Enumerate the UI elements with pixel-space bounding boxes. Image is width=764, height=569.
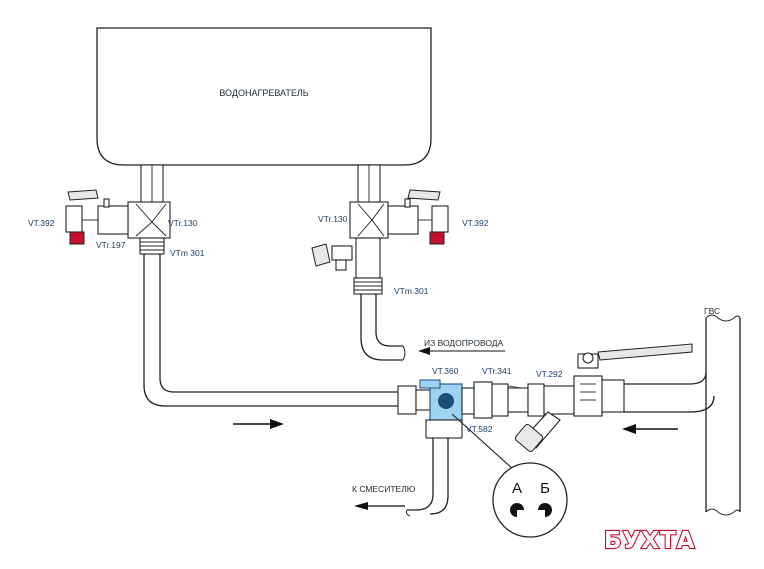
- label-fitting: VTr.341: [482, 366, 512, 376]
- label-left-tee: VTr.130: [168, 218, 198, 228]
- left-tee-fitting: [127, 201, 171, 239]
- flow-arrow-right: [622, 424, 678, 434]
- fitting-vtr341: [461, 381, 545, 419]
- y-strainer-filter: [514, 385, 575, 453]
- valve-position-detail: А Б: [492, 462, 568, 538]
- label-ball-valve: VT.292: [536, 369, 563, 379]
- left-inlet-pipe: [140, 164, 164, 204]
- label-filter: VT.582: [466, 424, 493, 434]
- label-to-mixer: К СМЕСИТЕЛЮ: [352, 484, 416, 494]
- hot-water-riser: [705, 314, 741, 516]
- arrow-from-water-main: [418, 347, 505, 355]
- supply-pipe-to-riser: [624, 371, 715, 413]
- arrow-to-mixer: [354, 502, 405, 510]
- watermark-logo: БУХТА: [604, 528, 696, 554]
- flow-arrow-left: [233, 419, 284, 429]
- left-union-nut: [139, 237, 165, 255]
- main-ball-valve: [573, 343, 693, 417]
- drain-tap: [311, 243, 353, 271]
- left-flexible-hose: [143, 254, 398, 407]
- manifold-entry-union: [397, 385, 431, 415]
- right-ball-valve: [387, 189, 449, 245]
- label-left-valve: VT.392: [28, 218, 55, 228]
- label-right-union: VTm.301: [394, 286, 429, 296]
- label-from-water-main: ИЗ ВОДОПРОВОДА: [424, 338, 504, 348]
- right-flexible-hose: [360, 294, 403, 361]
- position-a-label: А: [512, 480, 522, 497]
- label-left-nipple: VTr.197: [96, 240, 126, 250]
- position-b-label: Б: [540, 480, 550, 497]
- label-right-valve: VT.392: [462, 218, 489, 228]
- right-tee-fitting: [349, 201, 389, 239]
- label-right-tee: VTr.130: [318, 214, 348, 224]
- right-inlet-pipe: [357, 164, 381, 204]
- right-union-nut: [353, 237, 383, 295]
- mixer-outlet-pipe: [405, 419, 463, 517]
- label-three-way-valve: VT.360: [432, 366, 459, 376]
- water-heater-tank: [96, 27, 432, 166]
- left-ball-valve: [65, 189, 129, 245]
- detail-callout-line: [451, 413, 515, 471]
- water-heater-label: ВОДОНАГРЕВАТЕЛЬ: [219, 88, 308, 98]
- label-hot-water: ГВС: [704, 306, 720, 316]
- label-left-union: VTm 301: [170, 248, 205, 258]
